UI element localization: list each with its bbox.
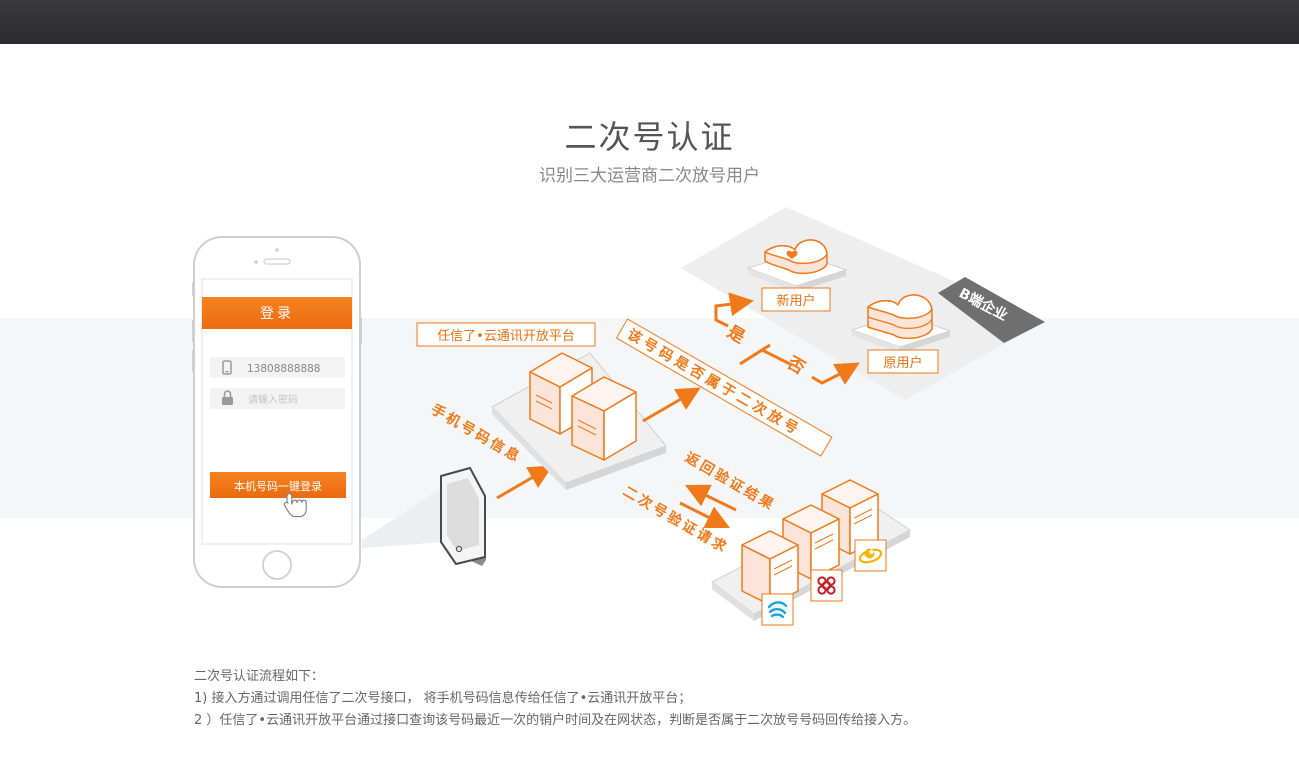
platform-label: 任信了•云通讯开放平台 bbox=[437, 329, 575, 344]
notes-step-1: 1) 接入方通过调用任信了二次号接口， 将手机号码信息传给任信了•云通讯开放平台… bbox=[194, 691, 692, 706]
verify-request-arrow bbox=[679, 501, 731, 529]
process-notes: 二次号认证流程如下： 1) 接入方通过调用任信了二次号接口， 将手机号码信息传给… bbox=[194, 666, 916, 732]
notes-heading: 二次号认证流程如下： bbox=[194, 669, 325, 684]
china-unicom-logo bbox=[810, 569, 843, 602]
arrow-to-platform bbox=[496, 465, 553, 500]
old-user-label: 原用户 bbox=[883, 355, 922, 371]
decision-branch bbox=[714, 292, 860, 385]
password-placeholder: 请输入密码 bbox=[248, 393, 298, 406]
login-title: 登录 bbox=[260, 306, 294, 322]
mobile-icon bbox=[222, 360, 232, 375]
new-user-icon bbox=[746, 239, 848, 292]
return-result-arrow bbox=[684, 484, 737, 512]
platform-server-2 bbox=[571, 376, 637, 461]
small-phone-device bbox=[440, 467, 486, 566]
password-field[interactable]: 请输入密码 bbox=[210, 388, 345, 409]
carrier-server-1 bbox=[741, 530, 799, 606]
device-light-beam bbox=[362, 485, 445, 548]
platform-label-box: 任信了•云通讯开放平台 bbox=[416, 322, 596, 347]
arrow-to-query bbox=[642, 387, 701, 423]
phone-number-value: 13808888888 bbox=[247, 363, 321, 375]
notes-step-2: 2 ）任信了•云通讯开放平台通过接口查询该号码最近一次的销户时间及在网状态，判断… bbox=[194, 713, 917, 728]
old-user-icon bbox=[850, 294, 952, 353]
phone-number-field[interactable]: 13808888888 bbox=[210, 357, 345, 378]
page-subtitle: 识别三大运营商二次放号用户 bbox=[539, 166, 760, 186]
new-user-label-box: 新用户 bbox=[761, 287, 831, 312]
one-click-login-button[interactable]: 本机号码一键登录 bbox=[210, 472, 346, 498]
query-label: 该号码是否属于二次放号 bbox=[624, 326, 804, 440]
top-banner bbox=[0, 0, 1299, 44]
return-result-label: 返回验证结果 bbox=[682, 449, 779, 515]
lock-icon bbox=[222, 390, 233, 405]
carrier-server-3 bbox=[821, 479, 879, 555]
new-user-label: 新用户 bbox=[776, 293, 815, 309]
phone-mockup bbox=[192, 236, 362, 588]
platform-server-1 bbox=[529, 352, 593, 435]
no-label: 否 bbox=[783, 353, 809, 379]
one-click-login-label: 本机号码一键登录 bbox=[234, 479, 322, 493]
page-title: 二次号认证 bbox=[564, 118, 735, 156]
china-mobile-logo bbox=[761, 593, 794, 626]
china-telecom-logo bbox=[854, 539, 887, 572]
hand-pointer-icon bbox=[283, 493, 307, 518]
old-user-label-box: 原用户 bbox=[867, 349, 939, 374]
flow-diagram: 登录 13808888888 请输入密码 本机号码一键登录 手机号码信息 bbox=[192, 207, 1045, 626]
login-header bbox=[202, 297, 352, 329]
